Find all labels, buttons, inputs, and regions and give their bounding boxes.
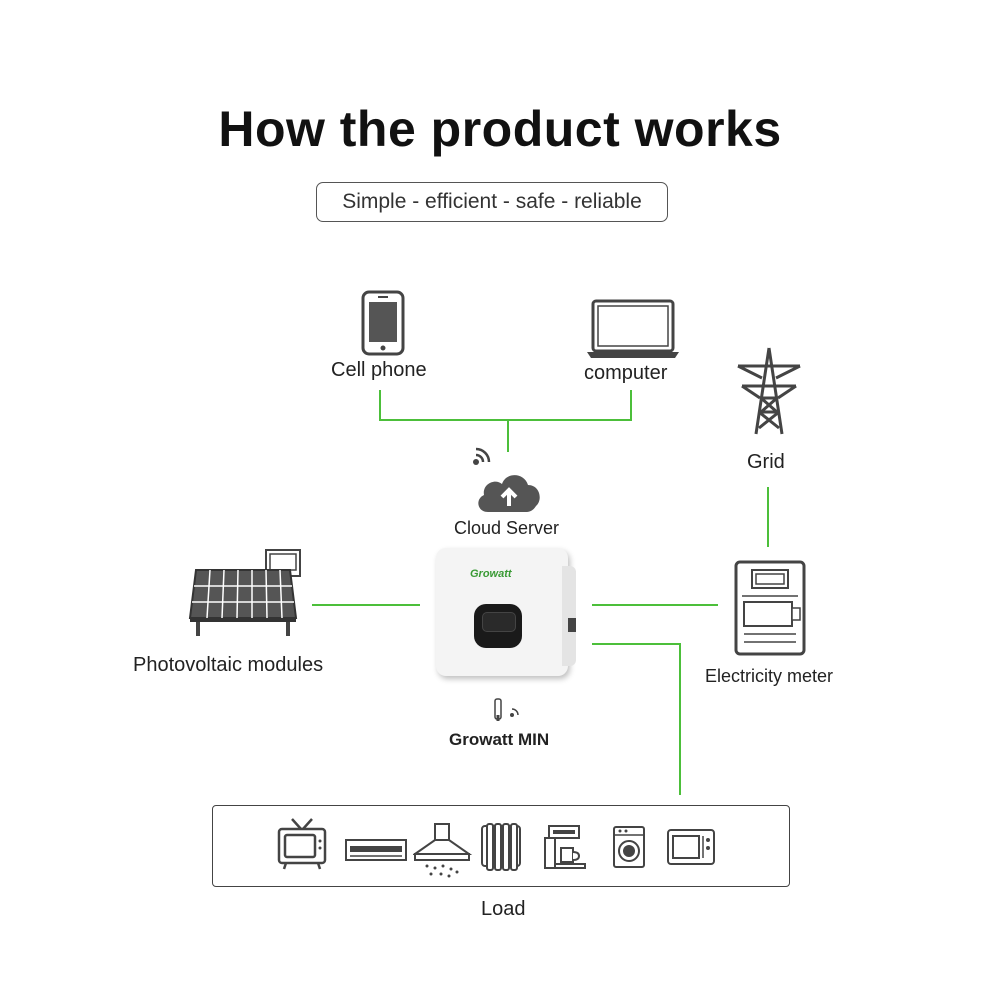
coffee-machine-icon bbox=[544, 825, 586, 869]
photovoltaic-label: Photovoltaic modules bbox=[133, 654, 324, 676]
laptop-icon bbox=[587, 299, 679, 358]
microwave-icon bbox=[667, 829, 715, 865]
page-title: How the product works bbox=[218, 101, 782, 157]
heater-icon bbox=[481, 823, 521, 871]
subtitle-badge: Simple - efficient - safe - reliable bbox=[316, 182, 668, 222]
cloud-upload-icon bbox=[478, 475, 540, 512]
power-tower-icon bbox=[737, 347, 801, 435]
cloud-server-label: Cloud Server bbox=[454, 518, 560, 538]
connector-inverter-load bbox=[592, 643, 681, 795]
solar-panel-icon bbox=[188, 549, 301, 636]
inverter-display bbox=[474, 604, 522, 648]
inverter-device: Growatt bbox=[436, 548, 578, 678]
air-conditioner-icon bbox=[345, 839, 407, 861]
cell-phone-label: Cell phone bbox=[331, 359, 427, 381]
smartphone-icon bbox=[361, 290, 405, 356]
inverter-label: Growatt MIN bbox=[449, 730, 550, 749]
wifi-stick-icon bbox=[494, 698, 519, 721]
washing-machine-icon bbox=[613, 826, 645, 868]
electricity-meter-icon bbox=[734, 560, 806, 656]
range-hood-icon bbox=[413, 823, 473, 878]
grid-label: Grid bbox=[747, 451, 785, 473]
tv-icon bbox=[277, 818, 327, 870]
computer-label: computer bbox=[584, 362, 668, 384]
load-appliances-box bbox=[212, 805, 790, 887]
connector-devices bbox=[379, 390, 632, 421]
load-label: Load bbox=[481, 898, 526, 920]
wifi-icon bbox=[473, 447, 491, 465]
electricity-meter-label: Electricity meter bbox=[705, 666, 834, 686]
inverter-brand: Growatt bbox=[470, 568, 512, 580]
